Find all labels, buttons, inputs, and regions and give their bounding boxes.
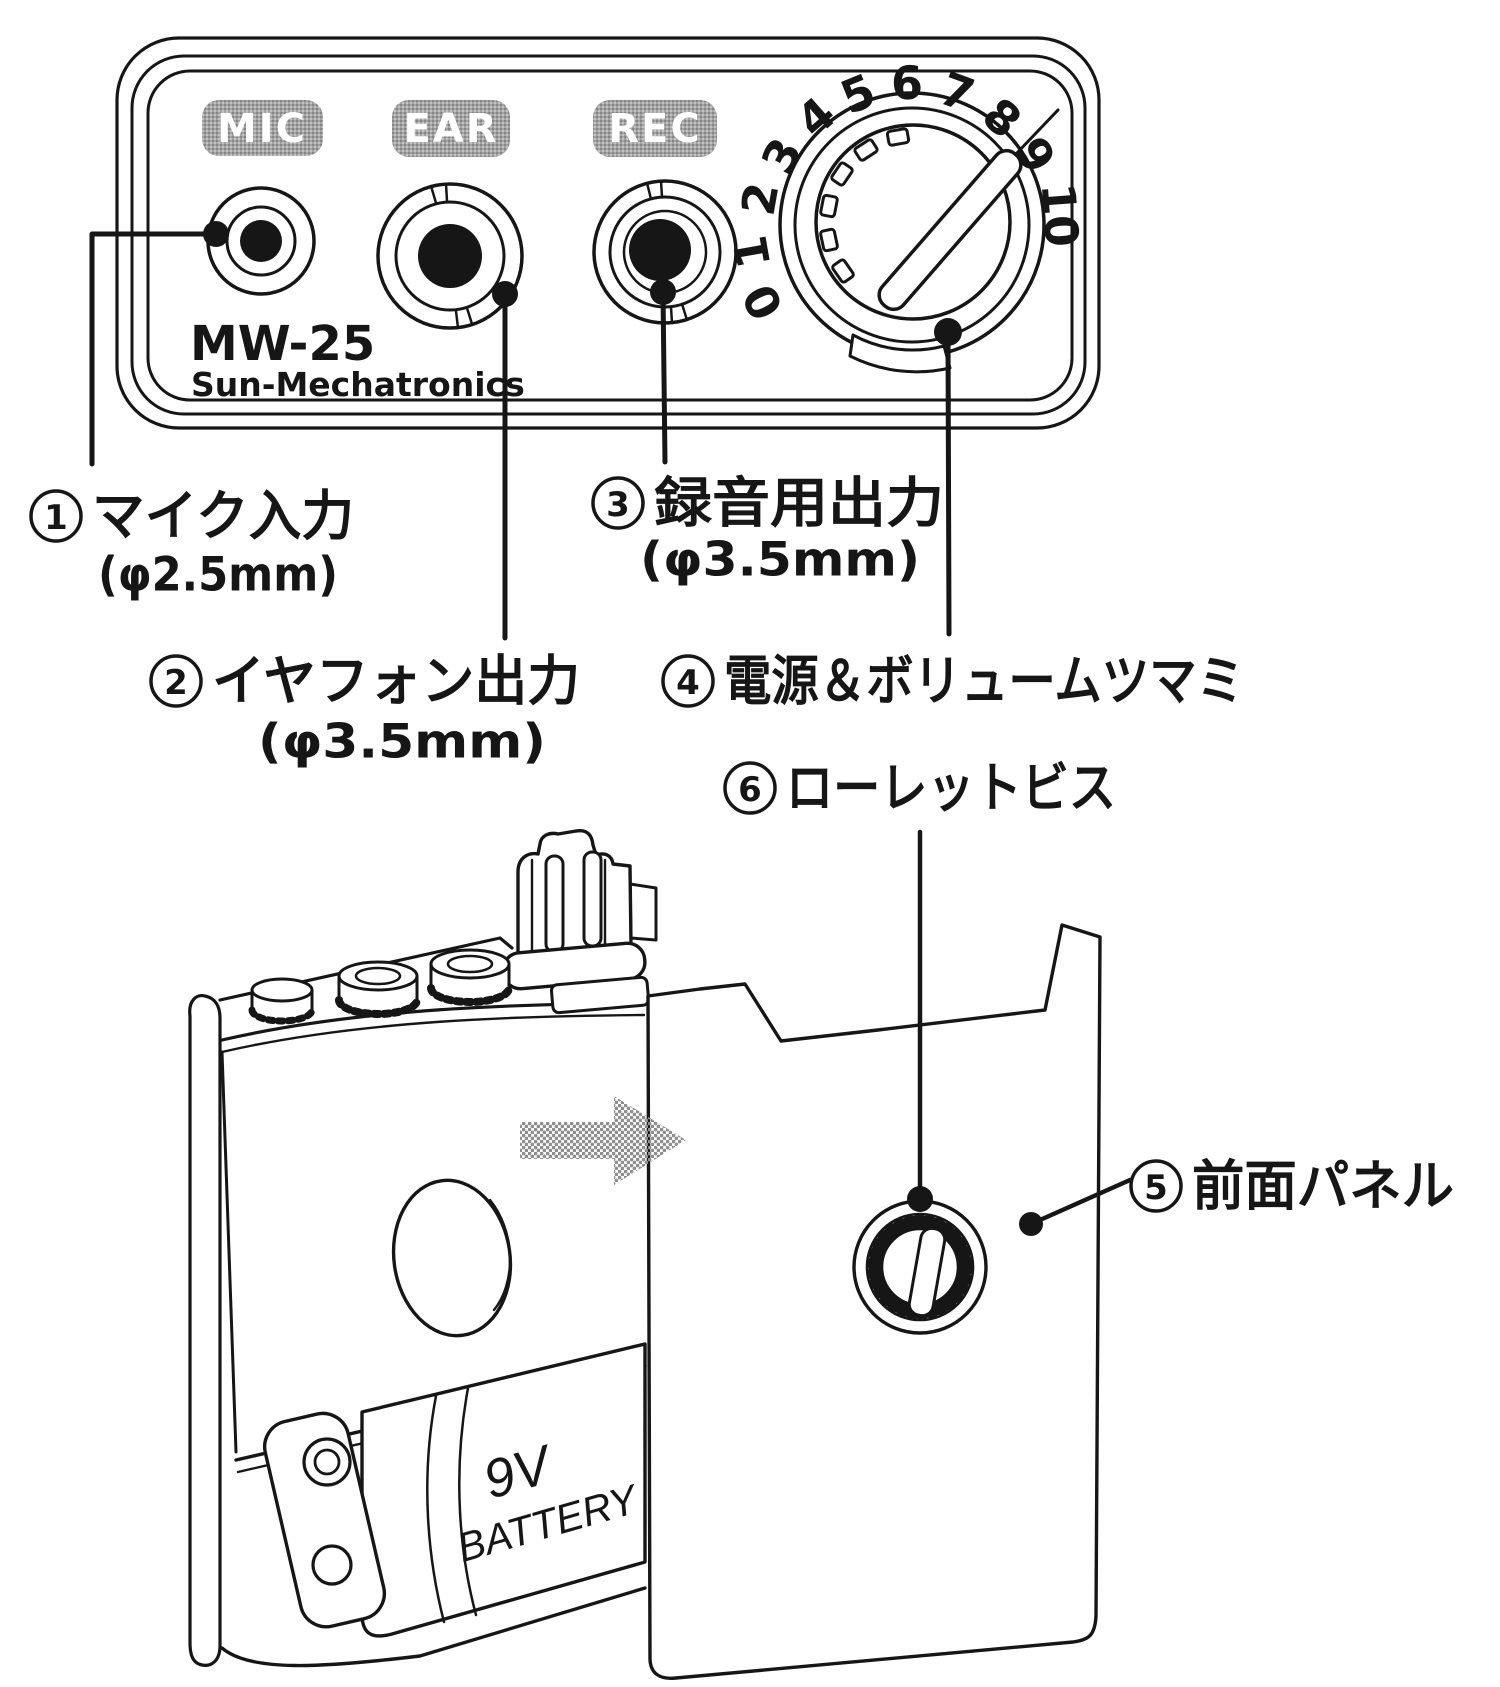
leader-mic-input — [89, 221, 229, 467]
front-panel — [646, 923, 1102, 1680]
knurled-screw — [852, 1199, 988, 1335]
arrow-right-icon — [520, 1096, 686, 1185]
brand-text: Sun-Mechatronics — [191, 365, 525, 404]
body-round-hole — [391, 1178, 513, 1338]
annotation-3-label: 録音用出力 — [654, 472, 944, 535]
rec-badge-bg — [593, 100, 717, 157]
rec-badge: REC — [593, 100, 717, 157]
rec-badge-label: REC — [608, 106, 701, 152]
knob-flute-slot-2 — [582, 850, 603, 948]
jack-nut-2 — [335, 960, 421, 1018]
leader-earphone-output — [492, 281, 518, 641]
dial-knob-grip — [819, 127, 911, 284]
annotation-1-label: マイク入力 — [92, 485, 354, 548]
battery-snap-terminal — [302, 1437, 352, 1487]
annotation-2-number-circle — [149, 654, 203, 708]
annotation-6-number: 6 — [738, 770, 762, 810]
annotation-4-power-volume-knob: 4 電源＆ボリュームツマミ — [661, 650, 1244, 713]
rec-jack — [592, 179, 738, 325]
jack-nut-3 — [427, 948, 513, 1006]
ear-badge-bg — [392, 100, 510, 157]
jack-nut-1 — [248, 977, 316, 1025]
annotation-5-number-circle — [1129, 1159, 1183, 1213]
ear-badge-label: EAR — [403, 106, 498, 152]
annotation-2-number: 2 — [164, 663, 188, 703]
dial-number-0: 0 — [732, 275, 795, 328]
battery: 9V BATTERY — [234, 1342, 647, 1638]
volume-dial: 0 1 2 3 4 5 6 7 8 9 10 — [723, 56, 1089, 374]
annotation-3-number: 3 — [606, 485, 630, 525]
screw-slot — [907, 1226, 947, 1318]
dial-number-6: 6 — [891, 56, 924, 111]
dial-bottom-tab — [848, 333, 952, 374]
leader-volume-knob — [934, 318, 962, 637]
annotation-2-earphone-output: 2 イヤフォン出力 (φ3.5mm) — [149, 650, 580, 770]
annotation-1-detail: (φ2.5mm) — [98, 548, 338, 603]
dial-skirt-inner — [793, 106, 1031, 344]
leader-lines-top — [89, 221, 962, 641]
annotation-6-label: ローレットビス — [786, 757, 1116, 820]
annotation-5-label: 前面パネル — [1192, 1155, 1454, 1218]
annotation-3-number-circle — [591, 476, 645, 530]
annotation-4-number: 4 — [676, 663, 700, 703]
annotation-6-number-circle — [723, 761, 777, 815]
ear-jack — [376, 182, 524, 330]
knob-flute-slot-1 — [544, 854, 565, 954]
dial-number-8: 8 — [972, 87, 1032, 149]
device-body: 9V BATTERY — [188, 828, 658, 1668]
leader-knurled-screw — [907, 829, 933, 1212]
body-bottom-edge — [220, 1586, 647, 1668]
leader-front-panel — [1019, 1177, 1133, 1236]
annotation-3-detail: (φ3.5mm) — [640, 533, 920, 588]
annotation-4-number-circle — [661, 654, 715, 708]
annotation-2-detail: (φ3.5mm) — [258, 715, 546, 770]
battery-stud-terminal — [311, 1544, 353, 1586]
annotation-5-number: 5 — [1144, 1168, 1168, 1208]
annotation-1-number-circle — [29, 489, 83, 543]
knob-side-tab — [628, 882, 658, 942]
annotation-2-label: イヤフォン出力 — [212, 650, 580, 713]
leader-rec-output — [650, 279, 676, 465]
battery-terminal-block — [262, 1411, 387, 1629]
mic-badge-label: MIC — [217, 106, 307, 152]
dial-knob — [814, 123, 1012, 321]
knob-collar — [549, 975, 651, 1015]
dial-number-1: 1 — [723, 232, 782, 273]
dial-number-3: 3 — [751, 129, 814, 183]
mic-badge-bg — [202, 100, 323, 156]
volume-knob-side — [501, 828, 651, 1015]
dial-number-10: 10 — [1031, 181, 1089, 249]
top-panel: MIC EAR REC — [115, 36, 1101, 430]
annotation-3-rec-output: 3 録音用出力 (φ3.5mm) — [591, 472, 944, 588]
annotation-1-mic-input: 1 マイク入力 (φ2.5mm) — [29, 485, 354, 603]
body-left-strip — [188, 994, 222, 1667]
annotation-4-label: 電源＆ボリュームツマミ — [724, 650, 1244, 713]
dial-number-2: 2 — [731, 179, 790, 220]
annotation-5-front-panel: 5 前面パネル — [1129, 1155, 1454, 1218]
dial-slot-highlight — [1014, 108, 1060, 156]
dial-number-4: 4 — [786, 86, 846, 148]
mic-badge: MIC — [202, 100, 323, 156]
model-text: MW-25 — [190, 316, 375, 372]
ear-badge: EAR — [392, 100, 510, 157]
annotation-1-number: 1 — [44, 498, 68, 538]
annotation-6-knurled-screw: 6 ローレットビス — [723, 757, 1116, 820]
